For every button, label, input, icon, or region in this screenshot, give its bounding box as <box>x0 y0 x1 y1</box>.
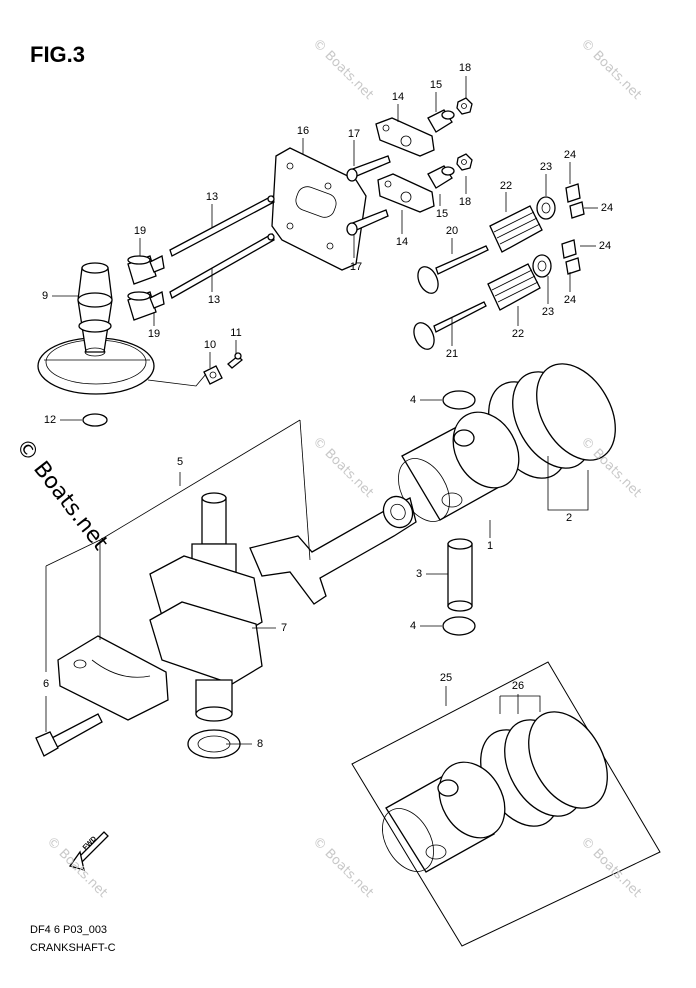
callout-23: 23 <box>539 161 553 173</box>
valve-spring-lower <box>487 263 541 311</box>
piston-pin-clip-upper <box>442 390 476 410</box>
fwd-arrow <box>68 831 109 871</box>
callout-20: 20 <box>445 225 459 237</box>
camshaft <box>37 262 155 395</box>
callout-6: 6 <box>42 678 50 690</box>
callout-19: 19 <box>147 328 161 340</box>
rocker-arm-lower <box>377 173 435 213</box>
valve-cotter-lower <box>561 239 581 275</box>
valve-spring-upper <box>489 205 543 253</box>
callout-9: 9 <box>41 290 49 302</box>
callout-2: 2 <box>565 512 573 524</box>
tappet-lower <box>127 291 165 321</box>
callout-12: 12 <box>43 414 57 426</box>
callout-17: 17 <box>349 261 363 273</box>
callout-8: 8 <box>256 738 264 750</box>
callout-24: 24 <box>563 149 577 161</box>
figure-title: FIG.3 <box>30 42 86 67</box>
figure-name: CRANKSHAFT-C <box>30 942 116 954</box>
callout-24: 24 <box>598 240 612 252</box>
callout-3: 3 <box>415 568 423 580</box>
connecting-rod-cap <box>57 635 169 721</box>
connecting-rod <box>249 495 417 605</box>
piston <box>398 411 520 522</box>
callout-18: 18 <box>458 62 472 74</box>
piston-pin <box>447 538 473 612</box>
callout-17: 17 <box>347 128 361 140</box>
spring-retainer-upper <box>536 196 556 220</box>
rocker-arm-upper <box>375 117 435 157</box>
callout-23: 23 <box>541 306 555 318</box>
piston-pin-clip-lower <box>442 616 476 636</box>
spring-retainer-lower <box>532 254 552 278</box>
callout-18: 18 <box>458 196 472 208</box>
callout-13: 13 <box>207 294 221 306</box>
callout-24: 24 <box>563 294 577 306</box>
callout-16: 16 <box>296 125 310 137</box>
piston-rings <box>488 363 616 479</box>
callout-5: 5 <box>176 456 184 468</box>
callout-13: 13 <box>205 191 219 203</box>
valve-cotter-upper <box>565 183 585 219</box>
callout-10: 10 <box>203 339 217 351</box>
figure-code: DF4 6 P03_003 <box>30 924 108 936</box>
callout-22: 22 <box>499 180 513 192</box>
washer-12 <box>82 413 108 427</box>
callout-14: 14 <box>391 91 405 103</box>
piston-set-piston <box>382 761 506 873</box>
callout-15: 15 <box>435 208 449 220</box>
callout-4: 4 <box>409 394 417 406</box>
callout-19: 19 <box>133 225 147 237</box>
crankshaft <box>149 492 263 722</box>
nut-lower <box>456 153 473 171</box>
valve-intake <box>417 245 489 294</box>
callout-24: 24 <box>600 202 614 214</box>
adjusting-screw-upper <box>427 109 455 133</box>
callout-21: 21 <box>445 348 459 360</box>
pin-camshaft <box>227 352 243 369</box>
crankshaft-washer <box>187 729 241 759</box>
callout-1: 1 <box>486 540 494 552</box>
stud-bolt-upper <box>346 155 391 182</box>
callout-22: 22 <box>511 328 525 340</box>
bolt-camshaft <box>203 365 223 385</box>
connecting-rod-bolt <box>35 713 103 757</box>
valve-exhaust <box>413 301 487 350</box>
stud-bolt-lower <box>346 209 389 236</box>
callout-15: 15 <box>429 79 443 91</box>
tappet-upper <box>127 255 165 285</box>
push-rod-lower <box>169 233 275 299</box>
callout-4: 4 <box>409 620 417 632</box>
callout-26: 26 <box>511 680 525 692</box>
rocker-plate <box>271 147 367 271</box>
nut-upper <box>456 97 473 115</box>
adjusting-screw-lower <box>427 165 455 189</box>
leader-lines <box>45 76 598 745</box>
piston-set-box <box>351 661 661 947</box>
callout-11: 11 <box>230 327 242 339</box>
callout-7: 7 <box>280 622 288 634</box>
callout-25: 25 <box>439 672 453 684</box>
push-rod-upper <box>169 195 275 257</box>
callout-14: 14 <box>395 236 409 248</box>
